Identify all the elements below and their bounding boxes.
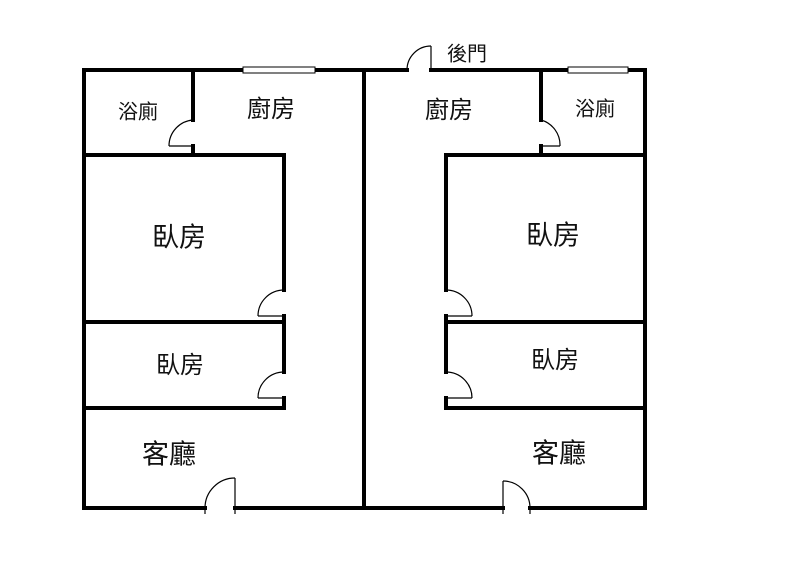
right-bathroom-door	[540, 119, 561, 147]
left-kitchen-label: 廚房	[247, 95, 295, 123]
left-front-door	[204, 477, 236, 514]
left-unit-labels: 浴廁 廚房 臥房 臥房 客廳	[118, 95, 295, 471]
doors	[168, 45, 561, 514]
back-door	[406, 45, 432, 71]
right-bedroom-large-label: 臥房	[526, 221, 580, 252]
right-kitchen-label: 廚房	[425, 96, 473, 124]
windows	[242, 66, 629, 74]
right-front-door	[502, 480, 531, 514]
window-left-kitchen	[242, 66, 316, 74]
right-bedroom-small-label: 臥房	[531, 346, 579, 374]
right-bathroom-label: 浴廁	[575, 97, 615, 121]
window-right-bathroom	[567, 66, 629, 74]
left-bedroom-large-label: 臥房	[152, 223, 206, 254]
left-bedroom-large-door	[257, 289, 285, 317]
back-door-label: 後門	[447, 42, 487, 66]
left-living-room-label: 客廳	[142, 440, 196, 471]
right-unit-labels: 廚房 浴廁 臥房 臥房 客廳	[425, 96, 615, 470]
right-bedroom-small-door	[445, 371, 473, 399]
left-bathroom-door	[168, 119, 194, 147]
left-bedroom-small-door	[257, 371, 285, 399]
left-bedroom-small-label: 臥房	[156, 351, 204, 379]
left-bathroom-label: 浴廁	[118, 100, 158, 124]
right-unit-walls	[444, 68, 647, 410]
left-unit-walls	[82, 68, 286, 410]
right-bedroom-large-door	[445, 289, 473, 317]
right-living-room-label: 客廳	[532, 439, 586, 470]
